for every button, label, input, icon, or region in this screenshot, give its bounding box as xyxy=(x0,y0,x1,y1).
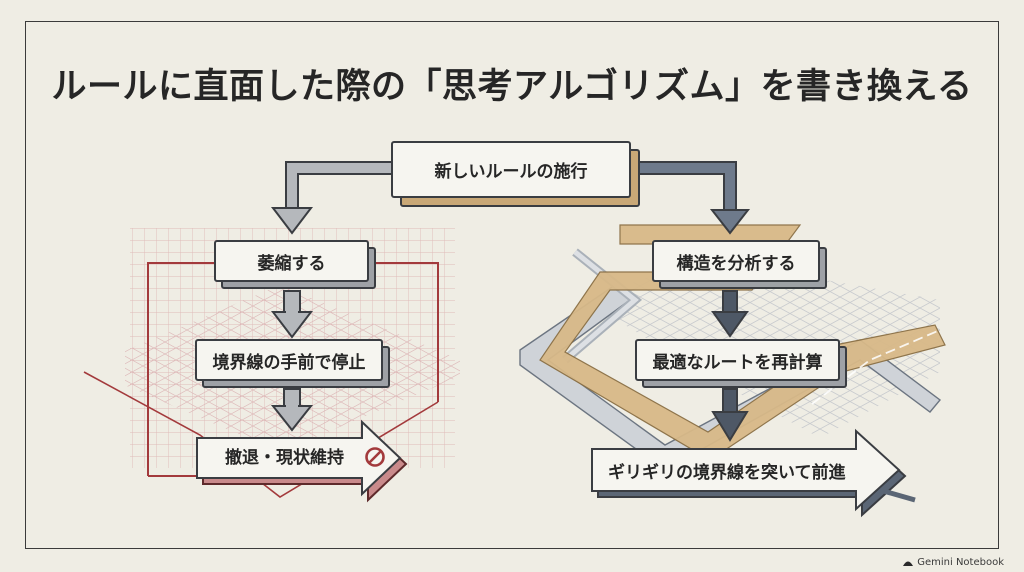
left-step-1: 萎縮する xyxy=(214,240,369,282)
left-step-2: 境界線の手前で停止 xyxy=(195,339,383,381)
page-title: ルールに直面した際の「思考アルゴリズム」を書き換える xyxy=(51,67,973,107)
left-arrow-2 xyxy=(270,388,314,432)
prohibited-icon xyxy=(365,447,385,467)
right-step-2: 最適なルートを再計算 xyxy=(635,339,840,381)
right-arrow-2 xyxy=(711,388,749,442)
right-step-1: 構造を分析する xyxy=(652,240,820,282)
watermark-label: Gemini Notebook xyxy=(917,557,1004,568)
watermark: Gemini Notebook xyxy=(903,557,1004,568)
retreat-arrow xyxy=(196,419,408,503)
root-node: 新しいルールの施行 xyxy=(391,141,631,198)
left-arrow-1 xyxy=(270,290,314,339)
notebook-logo-icon xyxy=(903,561,914,566)
connector-right-arrow xyxy=(634,161,751,235)
advance-label: ギリギリの境界線を突いて前進 xyxy=(608,463,846,483)
connector-left-arrow xyxy=(270,161,392,235)
advance-arrow xyxy=(591,428,916,518)
slide-frame xyxy=(25,21,999,549)
retreat-label: 撤退・現状維持 xyxy=(225,448,344,468)
right-arrow-1 xyxy=(711,290,749,338)
